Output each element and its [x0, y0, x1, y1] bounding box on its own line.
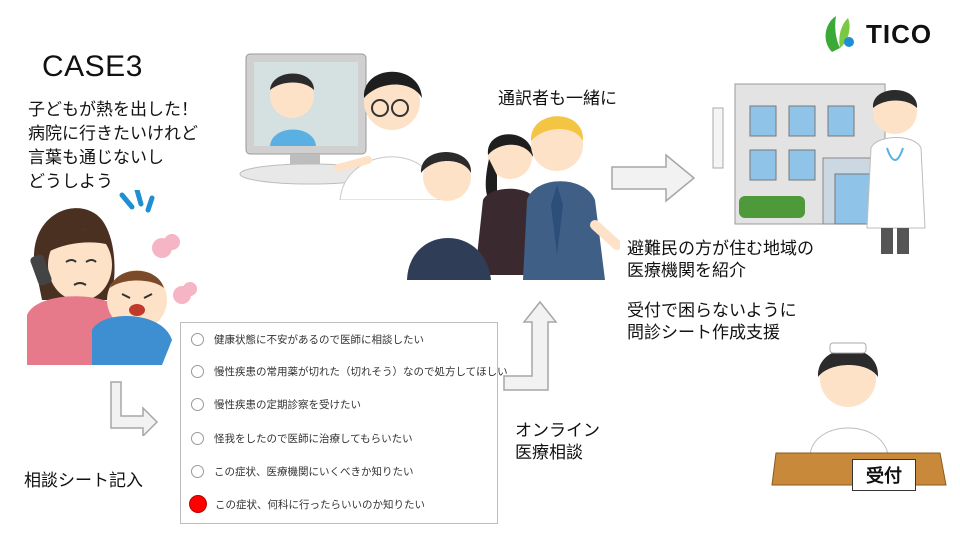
online-label-line: オンライン [515, 421, 600, 441]
form-option-3[interactable]: 慢性疾患の定期診察を受けたい [191, 393, 361, 415]
radio-button[interactable] [191, 332, 204, 346]
form-option-4[interactable]: 怪我をしたので医師に治療してもらいたい [191, 427, 413, 449]
leaf-logo-icon [825, 16, 854, 52]
problem-line: 子どもが熱を出した！ [28, 100, 198, 120]
form-option-6[interactable]: この症状、何科に行ったらいいのか知りたい [189, 493, 425, 515]
radio-button[interactable] [191, 464, 204, 478]
radio-button[interactable] [191, 364, 204, 378]
radio-button[interactable] [191, 397, 204, 411]
problem-line: 病院に行きたいけれど [28, 124, 198, 144]
radio-button[interactable] [191, 431, 204, 445]
interpreter-group-illustration [407, 116, 620, 280]
referral-text: 避難民の方が住む地域の 医療機関を紹介 [627, 238, 814, 282]
online-consultation-label: オンライン 医療相談 [515, 420, 600, 464]
consultation-form: 健康状態に不安があるので医師に相談したい 慢性疾患の常用薬が切れた（切れそう）な… [180, 322, 508, 524]
referral-line: 避難民の方が住む地域の [627, 239, 814, 259]
support-text: 受付で困らないように 問診シート作成支援 [627, 300, 797, 344]
online-label-line: 医療相談 [515, 443, 583, 463]
form-option-label: この症状、医療機関にいくべきか知りたい [214, 465, 414, 478]
reception-sign: 受付 [852, 459, 916, 491]
form-option-1[interactable]: 健康状態に不安があるので医師に相談したい [191, 328, 424, 350]
support-line: 問診シート作成支援 [627, 323, 780, 343]
case-title: CASE3 [42, 50, 143, 83]
arrow-to-form-icon [110, 381, 159, 436]
form-option-2[interactable]: 慢性疾患の常用薬が切れた（切れそう）なので処方してほしい [191, 360, 508, 382]
arrow-up-icon [503, 300, 558, 391]
form-option-label: 怪我をしたので医師に治療してもらいたい [214, 432, 413, 445]
form-option-label: 慢性疾患の定期診察を受けたい [214, 398, 361, 411]
problem-line: 言葉も通じないし [28, 148, 164, 168]
form-option-5[interactable]: この症状、医療機関にいくべきか知りたい [191, 460, 414, 482]
mother-child-illustration [27, 190, 197, 365]
video-call-illustration [239, 53, 440, 200]
referral-line: 医療機関を紹介 [627, 261, 746, 281]
radio-button-selected[interactable] [189, 495, 207, 513]
form-option-label: この症状、何科に行ったらいいのか知りたい [215, 498, 425, 511]
problem-line: どうしよう [28, 172, 113, 192]
support-line: 受付で困らないように [627, 301, 797, 321]
clinic-building-illustration [712, 83, 926, 254]
form-option-label: 慢性疾患の常用薬が切れた（切れそう）なので処方してほしい [214, 365, 508, 378]
tico-logo: TICO [818, 12, 932, 56]
consult-sheet-label: 相談シート記入 [24, 471, 143, 491]
form-option-label: 健康状態に不安があるので医師に相談したい [214, 333, 424, 346]
arrow-right-icon [611, 153, 696, 203]
logo-text: TICO [866, 18, 933, 49]
problem-text: 子どもが熱を出した！ 病院に行きたいけれど 言葉も通じないし どうしよう [28, 98, 198, 194]
interpreter-label: 通訳者も一緒に [498, 89, 617, 109]
